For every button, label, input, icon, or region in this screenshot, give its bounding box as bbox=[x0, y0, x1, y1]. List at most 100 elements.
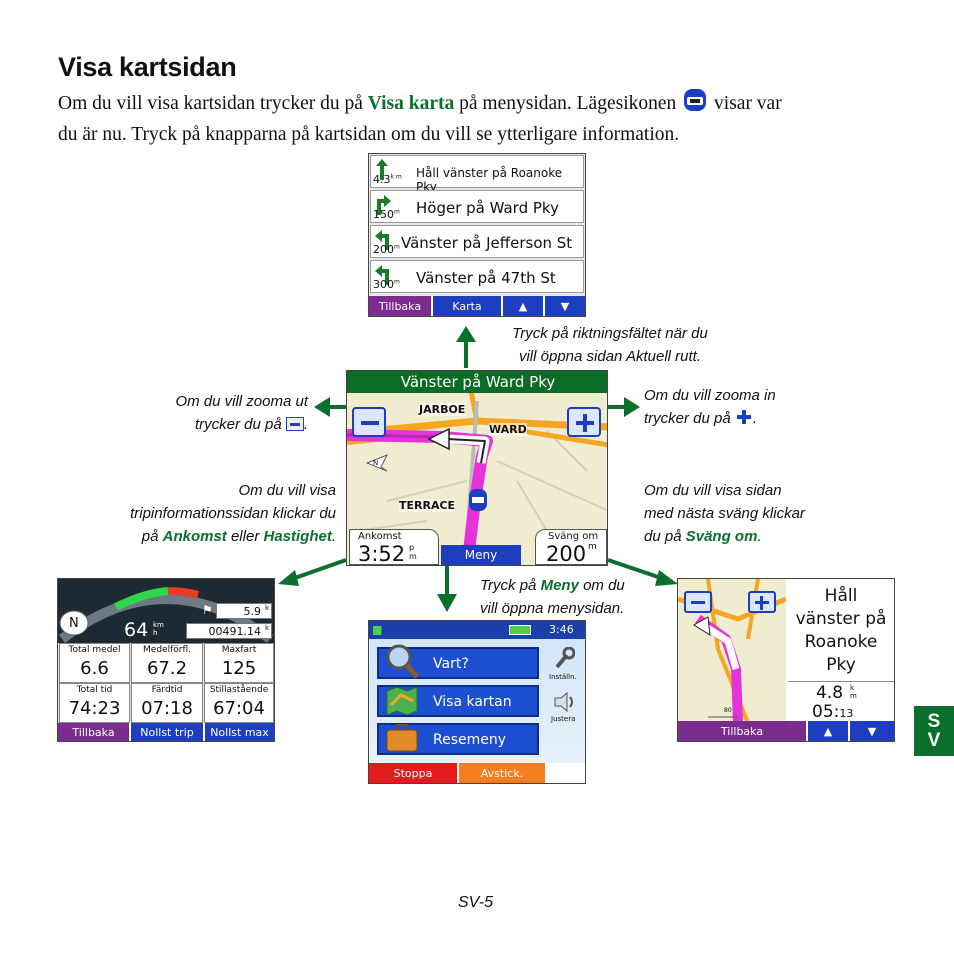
scroll-up-button[interactable]: ▲ bbox=[503, 296, 543, 316]
trip-button-bar: Tillbaka Nollst trip Nollst max bbox=[58, 723, 274, 741]
battery-icon bbox=[509, 625, 531, 635]
up-arrow-icon: ▲ bbox=[518, 299, 528, 313]
distance-to-go-field: 5.9 k bbox=[216, 603, 272, 619]
wrench-icon[interactable] bbox=[553, 647, 575, 671]
reset-trip-button[interactable]: Nollst trip bbox=[131, 723, 203, 741]
street-label: JARBOE bbox=[419, 403, 466, 416]
speaker-icon[interactable] bbox=[553, 691, 577, 713]
turn-button-bar: Tillbaka ▲ ▼ bbox=[678, 721, 894, 741]
arrival-label: Ankomst bbox=[358, 531, 402, 542]
checkered-flag-icon: ⚑ bbox=[202, 603, 213, 617]
route-instruction: Vänster på 47th St bbox=[416, 269, 556, 287]
view-map-button[interactable]: Visa kartan bbox=[377, 685, 539, 717]
turn-left-arrow-icon bbox=[375, 230, 389, 250]
visa-karta-link: Visa karta bbox=[367, 93, 455, 114]
next-turn-field[interactable]: Sväng om 200 m bbox=[535, 529, 607, 565]
next-turn-label: Sväng om bbox=[548, 531, 599, 542]
heading-letter: N bbox=[69, 616, 79, 631]
intro-text: Om du vill visa kartsidan trycker du på … bbox=[58, 88, 898, 149]
menu-button[interactable]: Meny bbox=[441, 545, 521, 565]
route-row[interactable]: 4.3k m Håll vänster på Roanoke Pky bbox=[370, 155, 584, 194]
street-label: TERRACE bbox=[399, 499, 456, 512]
odometer-field: 00491.14 k bbox=[186, 623, 272, 639]
adjust-label: Justera bbox=[551, 715, 576, 723]
back-button[interactable]: Tillbaka bbox=[58, 723, 129, 741]
back-button[interactable]: Tillbaka bbox=[369, 296, 431, 316]
page-number: SV-5 bbox=[458, 894, 493, 911]
street-label: WARD bbox=[489, 423, 527, 436]
where-to-button[interactable]: Vart? bbox=[377, 644, 539, 679]
zoom-in-button[interactable] bbox=[748, 591, 776, 613]
intro-part1: Om du vill visa kartsidan trycker du på bbox=[58, 93, 368, 114]
settings-label: Inställn. bbox=[549, 673, 577, 681]
stop-button[interactable]: Stoppa bbox=[369, 763, 457, 783]
route-list-screen: 4.3k m Håll vänster på Roanoke Pky 150m … bbox=[368, 153, 586, 317]
intro-line2: du är nu. Tryck på knapparna på kartsida… bbox=[58, 124, 680, 145]
arrival-value: 3:52 bbox=[358, 542, 406, 566]
scroll-down-button[interactable]: ▼ bbox=[545, 296, 585, 316]
turn-right-arrow-icon bbox=[377, 195, 391, 215]
direction-banner[interactable]: Vänster på Ward Pky bbox=[347, 371, 607, 393]
travel-kit-button[interactable]: Resemeny bbox=[377, 723, 539, 755]
zoom-out-button[interactable] bbox=[684, 591, 712, 613]
route-instruction: Vänster på Jefferson St bbox=[401, 234, 573, 252]
down-arrow-icon: ▼ bbox=[560, 299, 570, 313]
route-row[interactable]: 200m Vänster på Jefferson St bbox=[370, 225, 584, 258]
scroll-down-button[interactable]: ▼ bbox=[850, 721, 894, 741]
back-button[interactable]: Tillbaka bbox=[678, 721, 806, 741]
keep-left-arrow-icon bbox=[376, 159, 388, 180]
minus-icon bbox=[691, 601, 705, 604]
route-distance: 300m bbox=[373, 278, 400, 291]
zoom-in-button[interactable] bbox=[567, 407, 601, 437]
route-distance: 150m bbox=[373, 208, 400, 221]
up-arrow-icon: ▲ bbox=[823, 724, 833, 738]
map-button[interactable]: Karta bbox=[433, 296, 501, 316]
zoom-out-button[interactable] bbox=[352, 407, 386, 437]
speed-value: 64 bbox=[124, 619, 149, 641]
map-icon bbox=[386, 686, 418, 715]
detour-button[interactable]: Avstick. bbox=[459, 763, 545, 783]
map-screen: Vänster på Ward Pky JARBOE WARD TERRACE … bbox=[346, 370, 608, 566]
down-arrow-icon: ▼ bbox=[867, 724, 877, 738]
menu-button-bar: Stoppa Avstick. bbox=[369, 763, 585, 783]
route-row[interactable]: 300m Vänster på 47th St bbox=[370, 260, 584, 293]
intro-part3: visar var bbox=[709, 93, 782, 114]
suitcase-icon bbox=[386, 724, 418, 752]
plus-icon bbox=[735, 409, 753, 425]
route-distance: 200m bbox=[373, 243, 400, 256]
main-menu-screen: 3:46 Vart? Visa kartan Resemeny Inställn… bbox=[368, 620, 586, 784]
trip-cell: Medelförfl.67.2 bbox=[131, 643, 203, 683]
clock: 3:46 bbox=[549, 623, 574, 636]
turn-distance: 4.8 bbox=[816, 683, 844, 703]
reset-max-button[interactable]: Nollst max bbox=[205, 723, 274, 741]
route-instruction: Höger på Ward Pky bbox=[416, 199, 559, 217]
turn-time: 05:13 bbox=[812, 702, 854, 722]
route-button-bar: Tillbaka Karta ▲ ▼ bbox=[369, 296, 585, 316]
scroll-up-button[interactable]: ▲ bbox=[808, 721, 848, 741]
route-row[interactable]: 150m Höger på Ward Pky bbox=[370, 190, 584, 223]
vehicle-icon bbox=[681, 88, 709, 121]
compass-label: N bbox=[373, 459, 379, 467]
magnifier-icon bbox=[386, 644, 419, 679]
status-bar: 3:46 bbox=[369, 621, 585, 639]
next-turn-value: 200 bbox=[546, 542, 587, 566]
